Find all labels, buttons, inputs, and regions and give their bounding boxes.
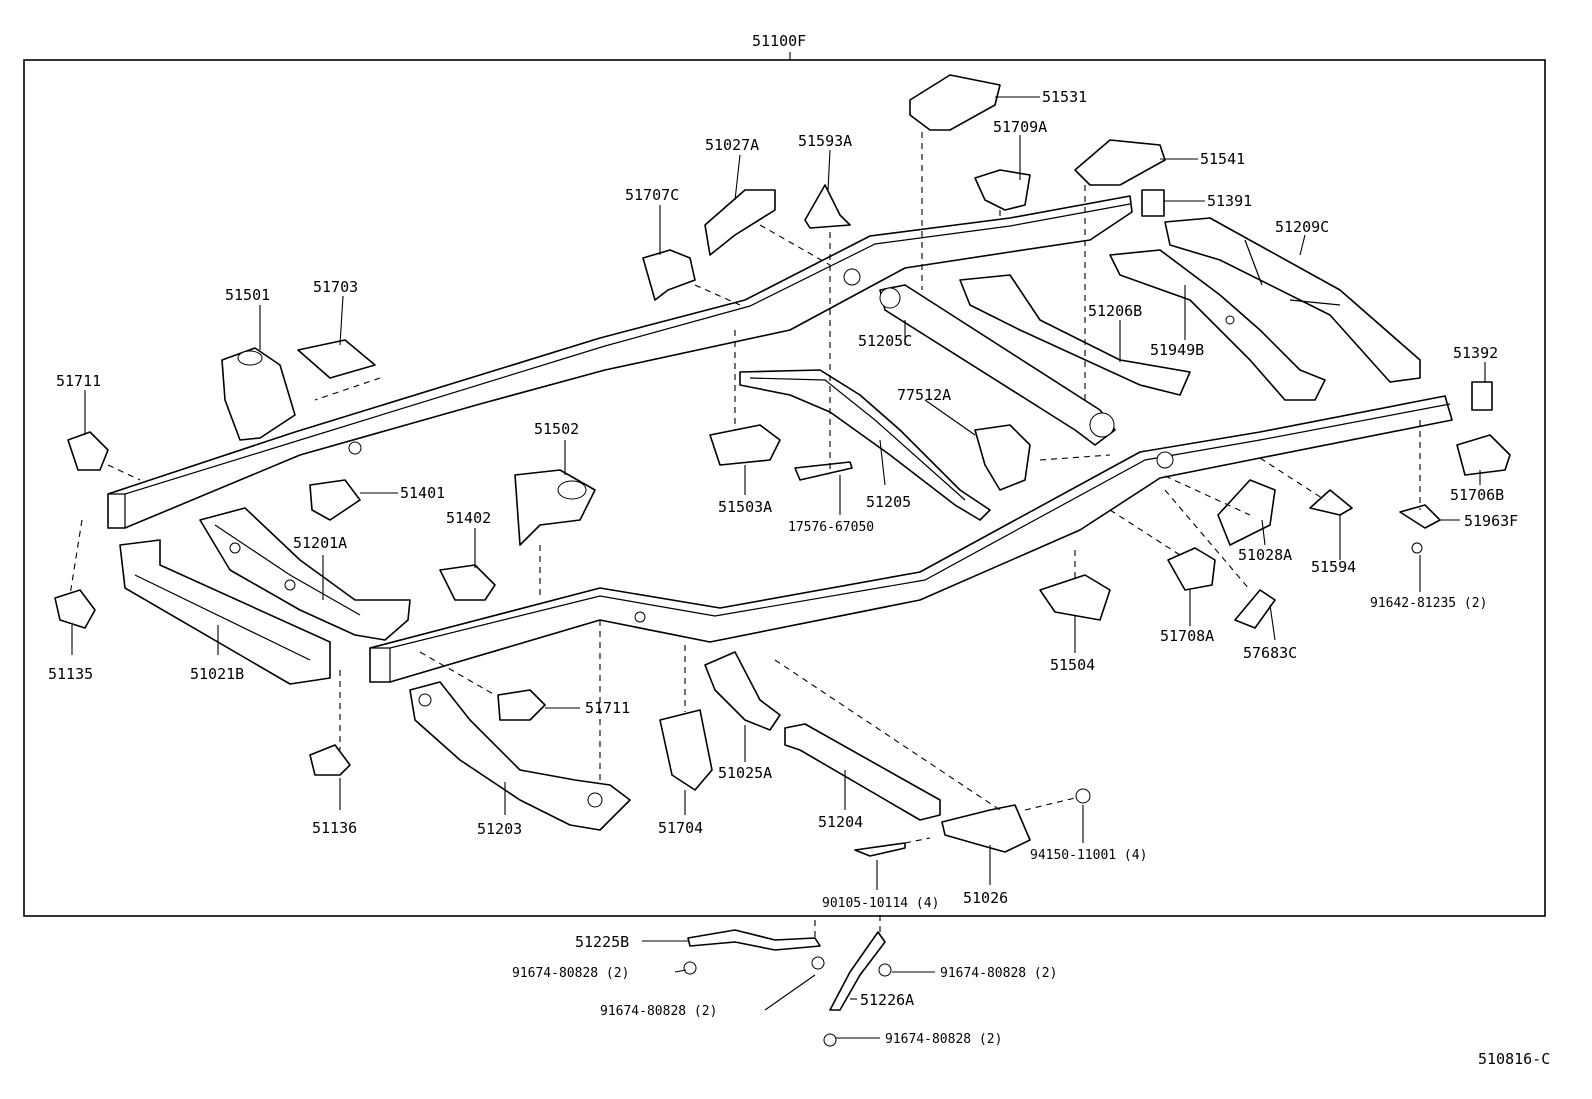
part-label-90105-10114: 90105-10114 (4) [822, 896, 939, 911]
part-label-51205: 51205 [866, 493, 911, 511]
part-label-77512A: 77512A [897, 386, 951, 404]
part-label-51027A: 51027A [705, 136, 759, 154]
part-label-51025A: 51025A [718, 764, 772, 782]
crossmember-51209C [1164, 217, 1421, 383]
frame-rail-right [369, 395, 1453, 683]
part-label-91642-81235: 91642-81235 (2) [1370, 596, 1487, 611]
part-label-51711-lower: 51711 [585, 699, 630, 717]
crossmember-51206B [959, 274, 1191, 396]
part-label-51707C: 51707C [625, 186, 679, 204]
part-label-51401: 51401 [400, 484, 445, 502]
part-label-51206B: 51206B [1088, 302, 1142, 320]
part-label-51391: 51391 [1207, 192, 1252, 210]
part-label-51209C: 51209C [1275, 218, 1329, 236]
crossmember-51025A [704, 651, 781, 731]
part-label-51541: 51541 [1200, 150, 1245, 168]
part-label-51711-upper: 51711 [56, 372, 101, 390]
part-label-51503A: 51503A [718, 498, 772, 516]
part-label-51531: 51531 [1042, 88, 1087, 106]
part-label-51026: 51026 [963, 889, 1008, 907]
crossmember-51203 [409, 681, 631, 831]
alignment-lines [69, 132, 1421, 940]
part-label-51225B: 51225B [575, 933, 629, 951]
part-label-91674-80828-a: 91674-80828 (2) [512, 966, 629, 981]
part-label-51949B: 51949B [1150, 341, 1204, 359]
part-label-51594: 51594 [1311, 558, 1356, 576]
part-label-51704: 51704 [658, 819, 703, 837]
part-label-51504: 51504 [1050, 656, 1095, 674]
figure-id: 510816-C [1478, 1050, 1550, 1068]
part-label-51201A: 51201A [293, 534, 347, 552]
assembly-box [23, 59, 1546, 917]
part-label-51501: 51501 [225, 286, 270, 304]
part-label-51963F: 51963F [1464, 512, 1518, 530]
part-label-51205C: 51205C [858, 332, 912, 350]
part-label-51203: 51203 [477, 820, 522, 838]
crossmember-51204 [784, 723, 941, 821]
crossmember-51205 [739, 369, 991, 521]
part-label-91674-80828-d: 91674-80828 (2) [885, 1032, 1002, 1047]
crossmember-51021B [119, 539, 331, 685]
part-label-51593A: 51593A [798, 132, 852, 150]
part-label-51028A: 51028A [1238, 546, 1292, 564]
part-label-51135: 51135 [48, 665, 93, 683]
part-label-91674-80828-c: 91674-80828 (2) [940, 966, 1057, 981]
crossmember-51201A [199, 507, 411, 641]
part-label-51021B: 51021B [190, 665, 244, 683]
part-label-51392: 51392 [1453, 344, 1498, 362]
part-label-51706B: 51706B [1450, 486, 1504, 504]
frame-rail-left [107, 195, 1133, 529]
part-label-51226A: 51226A [860, 991, 914, 1009]
part-label-57683C: 57683C [1243, 644, 1297, 662]
part-label-91674-80828-b: 91674-80828 (2) [600, 1004, 717, 1019]
part-label-51502: 51502 [534, 420, 579, 438]
leader-lines [71, 96, 1486, 1039]
part-labels: 51531 51709A 51541 51027A 51593A 51391 5… [48, 88, 1518, 1047]
part-label-94150-11001: 94150-11001 (4) [1030, 848, 1147, 863]
part-label-51709A: 51709A [993, 118, 1047, 136]
straps [683, 929, 892, 1047]
crossmember-51205C [879, 284, 1116, 446]
bracket-51026 [941, 804, 1031, 853]
brackets [54, 74, 1511, 857]
part-label-51402: 51402 [446, 509, 491, 527]
part-label-51204: 51204 [818, 813, 863, 831]
part-label-17576-67050: 17576-67050 [788, 520, 874, 535]
assembly-label: 51100F [752, 32, 806, 50]
crossmember-51949B [1109, 249, 1326, 401]
part-label-51703: 51703 [313, 278, 358, 296]
part-label-51136: 51136 [312, 819, 357, 837]
part-label-51708A: 51708A [1160, 627, 1214, 645]
